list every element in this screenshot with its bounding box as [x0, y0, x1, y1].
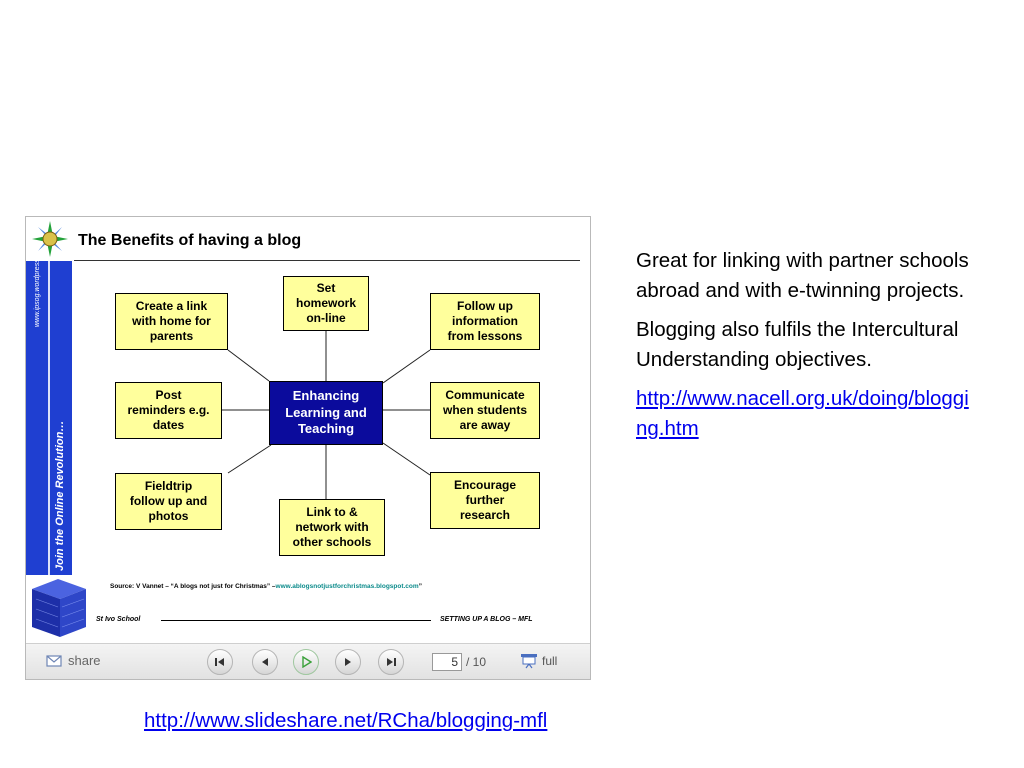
box-fieldtrip: Fieldtrip follow up and photos	[115, 473, 222, 530]
fullscreen-button[interactable]: full	[520, 653, 557, 669]
box-network-schools: Link to & network with other schools	[279, 499, 385, 556]
share-button[interactable]: share	[46, 653, 101, 668]
share-label: share	[68, 653, 101, 668]
first-icon	[215, 658, 224, 666]
notes-column: Great for linking with partner schools a…	[636, 246, 976, 453]
slideshow-player[interactable]: The Benefits of having a blog Join the O…	[25, 216, 591, 680]
title-divider	[74, 260, 580, 261]
box-follow-up: Follow up information from lessons	[430, 293, 540, 350]
source-suffix: ”	[418, 583, 422, 590]
box-encourage-research: Encourage further research	[430, 472, 540, 529]
first-slide-button[interactable]	[207, 649, 233, 675]
box-link-home: Create a link with home for parents	[115, 293, 228, 350]
slideshare-link[interactable]: http://www.slideshare.net/RCha/blogging-…	[144, 709, 548, 732]
note-paragraph-2: Blogging also fulfils the Intercultural …	[636, 318, 959, 371]
play-icon	[302, 656, 312, 668]
share-icon	[46, 654, 62, 667]
box-communicate: Communicate when students are away	[430, 382, 540, 439]
connector-top-left	[227, 349, 270, 382]
compass-star-icon	[32, 221, 68, 257]
slide-title: The Benefits of having a blog	[78, 232, 302, 249]
slide-source: Source: V Vannet – “A blogs not just for…	[110, 583, 422, 590]
note-paragraph-1: Great for linking with partner schools a…	[636, 249, 969, 302]
note-link-paragraph: http://www.nacell.org.uk/doing/blogging.…	[636, 384, 976, 444]
page-total: / 10	[466, 655, 487, 669]
fullscreen-icon	[521, 654, 537, 669]
footer-topic: SETTING UP A BLOG – MFL	[440, 616, 533, 623]
full-label: full	[542, 654, 558, 668]
previous-slide-button[interactable]	[252, 649, 278, 675]
cube-logo-icon	[32, 579, 86, 637]
last-icon	[387, 658, 396, 666]
nacell-link[interactable]: http://www.nacell.org.uk/doing/blogging.…	[636, 387, 969, 440]
next-icon	[345, 658, 351, 666]
source-link: www.ablogsnotjustforchristmas.blogspot.c…	[275, 583, 419, 590]
prev-icon	[262, 658, 268, 666]
source-text: Source: V Vannet – “A blogs not just for…	[110, 583, 276, 590]
slide-sidebar	[26, 261, 72, 575]
mind-map-connectors	[222, 331, 431, 499]
box-post-reminders: Post reminders e.g. dates	[115, 382, 222, 439]
box-set-homework: Set homework on-line	[283, 276, 369, 331]
next-slide-button[interactable]	[335, 649, 361, 675]
last-slide-button[interactable]	[378, 649, 404, 675]
slide-view: The Benefits of having a blog Join the O…	[26, 217, 590, 643]
connector-top-right	[382, 349, 431, 384]
page-number-input[interactable]: 5	[432, 653, 462, 671]
sidebar-divider	[48, 261, 50, 575]
player-controls: share 5 / 10 full	[26, 643, 590, 679]
connector-bottom-right	[382, 442, 431, 476]
footer-divider	[161, 620, 431, 621]
connector-bottom-left	[227, 444, 272, 474]
center-box: Enhancing Learning and Teaching	[269, 381, 383, 445]
play-button[interactable]	[293, 649, 319, 675]
footer-school: St Ivo School	[96, 616, 141, 623]
